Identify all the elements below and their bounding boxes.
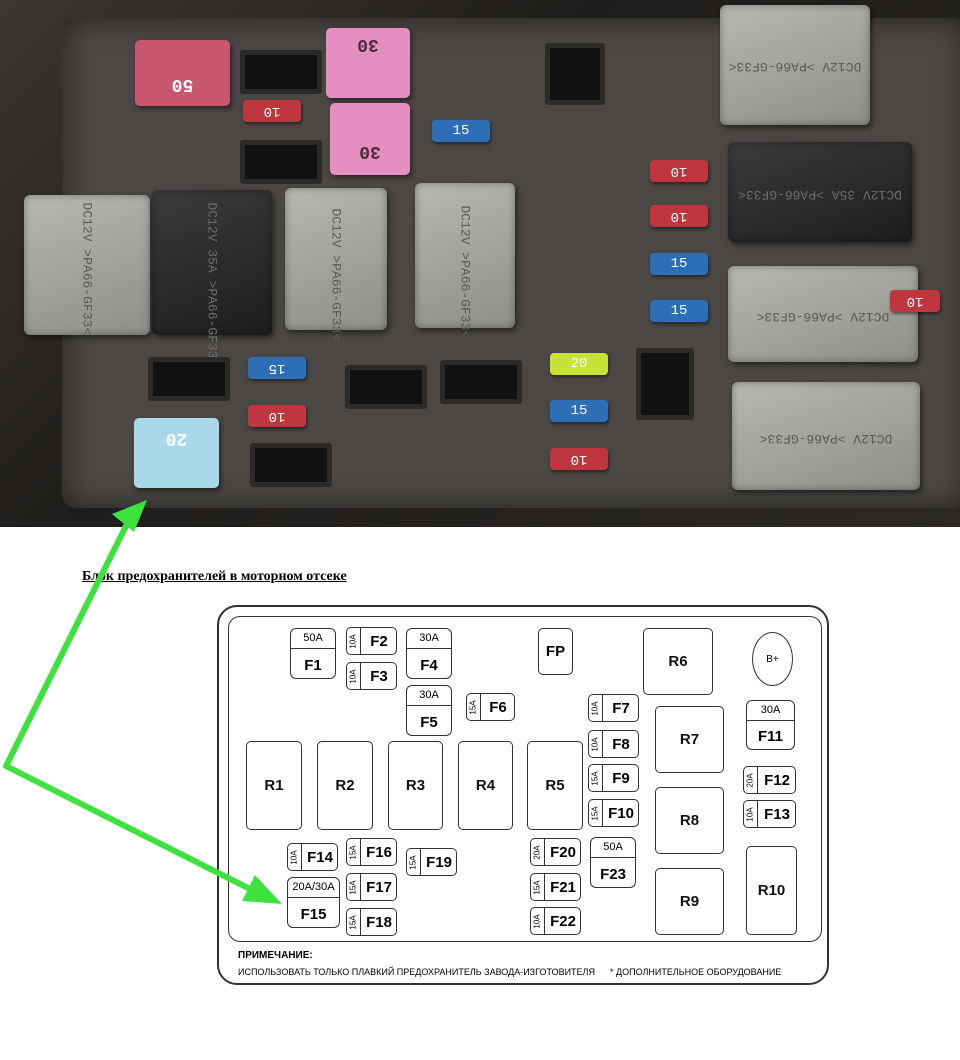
photo-maxi-fuse: 30 [330, 103, 410, 175]
photo-maxi-fuse: 50 [135, 40, 230, 106]
fuse-box-photo: DC12V >PA66-GF33< DC12V 35A >PA66-GF33< … [0, 0, 960, 527]
empty-fuse-slot [240, 140, 322, 184]
relay-r3: R3 [388, 741, 443, 830]
photo-mini-fuse: 10 [650, 160, 708, 182]
photo-mini-fuse: 15 [650, 253, 708, 275]
diagram-caption: Блок предохранителей в моторном отсеке [82, 569, 347, 584]
fuel-pump-fuse-fp: FP [538, 628, 573, 675]
photo-mini-fuse: 15 [248, 357, 306, 379]
empty-fuse-slot [636, 348, 694, 420]
photo-relay: DC12V >PA66-GF33< [732, 382, 920, 490]
relay-r1: R1 [246, 741, 302, 830]
empty-fuse-slot [545, 43, 605, 105]
photo-maxi-fuse: 20 [134, 418, 219, 488]
note-text: ИСПОЛЬЗОВАТЬ ТОЛЬКО ПЛАВКИЙ ПРЕДОХРАНИТЕ… [238, 967, 595, 977]
empty-fuse-slot [440, 360, 522, 404]
battery-plus-terminal: B+ [752, 632, 793, 686]
photo-relay: DC12V >PA66-GF33< [24, 195, 150, 335]
relay-r4: R4 [458, 741, 513, 830]
photo-mini-fuse: 15 [550, 400, 608, 422]
photo-mini-fuse: 10 [550, 448, 608, 470]
photo-relay: DC12V 35A >PA66-GF33< [728, 142, 912, 242]
photo-mini-fuse: 10 [248, 405, 306, 427]
relay-r9: R9 [655, 868, 724, 935]
relay-r6: R6 [643, 628, 713, 695]
relay-r10: R10 [746, 846, 797, 935]
photo-relay: DC12V >PA66-GF33< [285, 188, 387, 341]
photo-mini-fuse: 15 [650, 300, 708, 322]
photo-mini-fuse: 10 [650, 205, 708, 227]
photo-relay: DC12V >PA66-GF33< [415, 183, 515, 338]
photo-relay: DC12V >PA66-GF33< [728, 266, 918, 362]
empty-fuse-slot [148, 357, 230, 401]
photo-mini-fuse: 15 [432, 120, 490, 142]
photo-relay: DC12V 35A >PA66-GF33< [152, 190, 272, 367]
photo-mini-fuse: 10 [243, 100, 301, 122]
relay-r7: R7 [655, 706, 724, 773]
relay-r5: R5 [527, 741, 583, 830]
photo-mini-fuse: 20 [550, 353, 608, 375]
note-optional-equipment: * ДОПОЛНИТЕЛЬНОЕ ОБОРУДОВАНИЕ [610, 967, 782, 977]
empty-fuse-slot [250, 443, 332, 487]
note-title: ПРИМЕЧАНИЕ: [238, 950, 313, 961]
relay-r2: R2 [317, 741, 373, 830]
photo-relay: DC12V >PA66-GF33< [720, 5, 870, 125]
empty-fuse-slot [345, 365, 427, 409]
photo-maxi-fuse: 30 [326, 28, 410, 98]
relay-r8: R8 [655, 787, 724, 854]
photo-mini-fuse: 10 [890, 290, 940, 312]
empty-fuse-slot [240, 50, 322, 94]
